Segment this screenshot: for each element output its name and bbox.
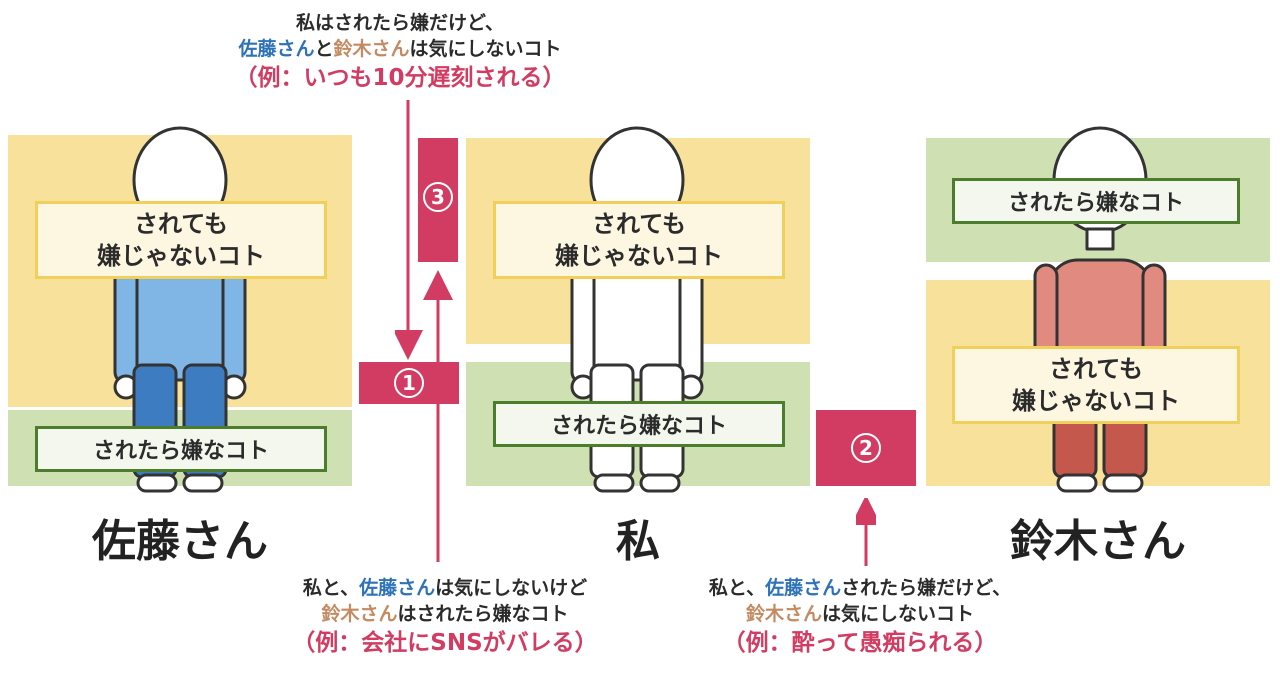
note-top-mid: と: [314, 38, 334, 60]
note-br-line2: 鈴木さんは気にしないコト: [650, 601, 1070, 627]
note-br-name-b: 鈴木さん: [745, 603, 822, 625]
connector-arrow-right: [856, 498, 876, 566]
note-top-name-a: 佐藤さん: [238, 38, 315, 60]
suzuki-name: 鈴木さん: [1010, 516, 1186, 567]
sato-figure: [113, 126, 247, 493]
note-bl-line2: 鈴木さんはされたら嫌なコト: [235, 601, 655, 627]
marker-1-badge: 1: [394, 368, 424, 398]
note-br-tail1: されたら嫌だけど、: [841, 577, 1012, 599]
note-bottom-right: 私と、佐藤さんされたら嫌だけど、 鈴木さんは気にしないコト （例：酔って愚痴られ…: [650, 575, 1070, 659]
me-name: 私: [616, 516, 660, 567]
sato-name: 佐藤さん: [92, 516, 268, 567]
note-bl-name-a: 佐藤さん: [359, 577, 436, 599]
connector-arrows-left: [395, 100, 453, 562]
note-br-line1: 私と、佐藤さんされたら嫌だけど、: [650, 575, 1070, 601]
note-top-name-b: 鈴木さん: [333, 38, 410, 60]
note-top-line2: 佐藤さんと鈴木さんは気にしないコト: [190, 36, 610, 62]
note-br-name-a: 佐藤さん: [765, 577, 842, 599]
marker-3-badge: 3: [423, 182, 453, 212]
note-bl-head: 私と、: [302, 577, 360, 599]
note-br-tail2: は気にしないコト: [822, 603, 975, 625]
marker-2-badge: 2: [851, 433, 881, 463]
marker-3-box: 3: [418, 138, 458, 262]
note-bl-line1: 私と、佐藤さんは気にしないけど: [235, 575, 655, 601]
note-bl-name-b: 鈴木さん: [321, 603, 398, 625]
note-br-example: （例：酔って愚痴られる）: [722, 630, 998, 656]
me-dislike-box: されたら嫌なコト: [493, 401, 785, 447]
note-top-tail: は気にしないコト: [409, 38, 562, 60]
me-ok-box: されても 嫌じゃないコト: [493, 201, 785, 279]
me-figure: [570, 126, 704, 493]
note-bl-tail1: は気にしないけど: [435, 577, 588, 599]
note-br-head: 私と、: [708, 577, 766, 599]
marker-1-box: 1: [359, 362, 459, 404]
note-bl-example: （例：会社にSNSがバレる）: [292, 630, 598, 656]
note-bl-tail2: はされたら嫌なコト: [397, 603, 569, 625]
marker-2-box: 2: [816, 410, 916, 486]
note-top-line1: 私はされたら嫌だけど、: [295, 12, 505, 34]
suzuki-ok-box: されても 嫌じゃないコト: [952, 346, 1240, 424]
note-bottom-left: 私と、佐藤さんは気にしないけど 鈴木さんはされたら嫌なコト （例：会社にSNSが…: [235, 575, 655, 659]
sato-dislike-box: されたら嫌なコト: [35, 426, 327, 472]
sato-ok-box: されても 嫌じゃないコト: [35, 201, 327, 279]
note-top: 私はされたら嫌だけど、 佐藤さんと鈴木さんは気にしないコト （例：いつも10分遅…: [190, 10, 610, 94]
suzuki-dislike-box: されたら嫌なコト: [952, 178, 1240, 224]
note-top-example: （例：いつも10分遅刻される）: [234, 65, 566, 91]
